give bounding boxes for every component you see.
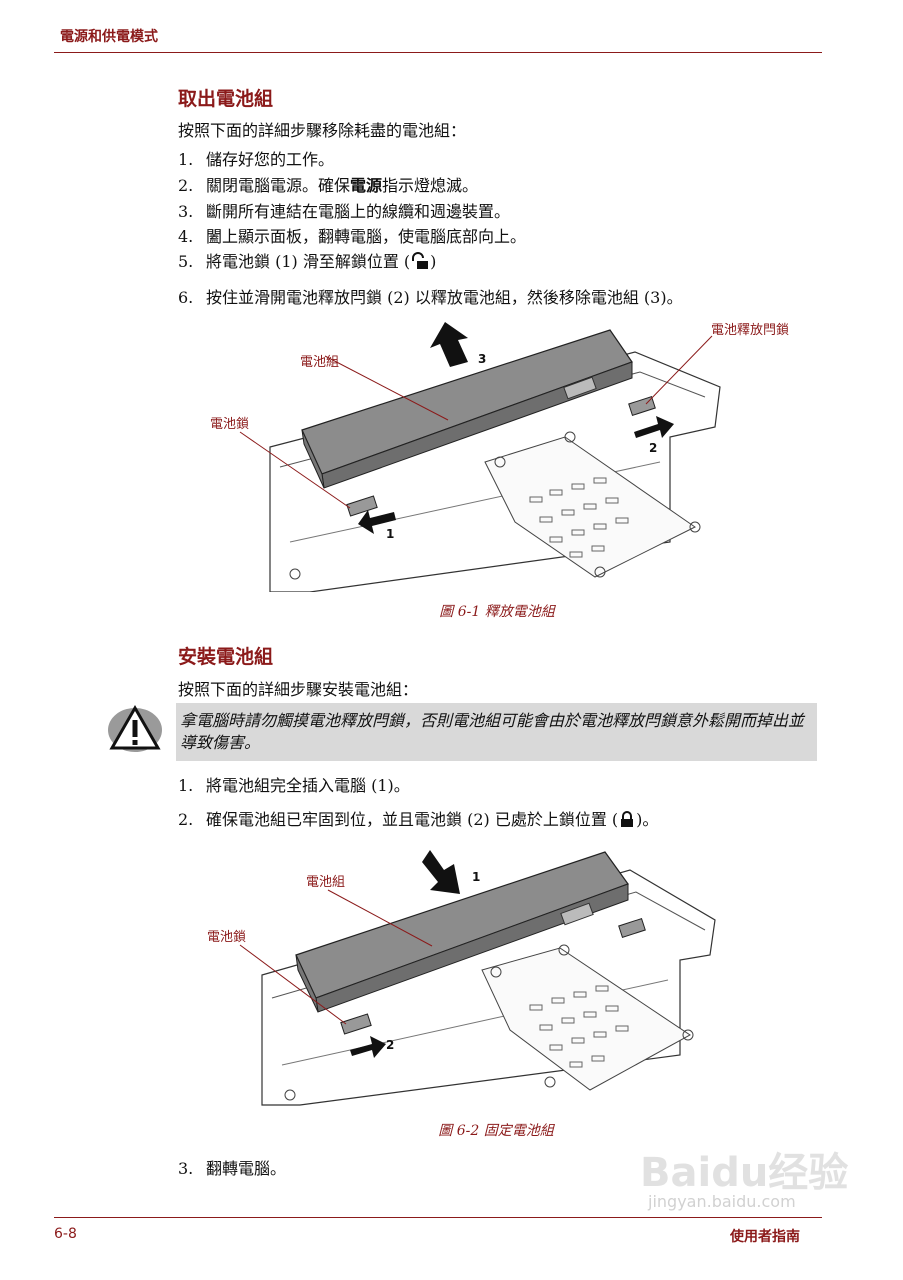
figure-caption: 圖 6-1 釋放電池組 — [439, 604, 555, 620]
figure-number: 3 — [478, 352, 487, 366]
figure-label-pack: 電池組 — [306, 875, 346, 890]
figure-number: 1 — [386, 527, 395, 541]
figure-number: 2 — [649, 441, 658, 455]
arrow-down-icon — [422, 850, 460, 894]
arrow-right-icon — [634, 416, 674, 438]
arrow-right-icon — [350, 1036, 386, 1058]
header-rule — [54, 52, 822, 53]
arrow-left-icon — [358, 510, 396, 534]
page-number: 6-8 — [54, 1226, 77, 1242]
step-item: 1.將電池組完全插入電腦 (1)。 — [178, 776, 410, 795]
step-item: 6.按住並滑開電池釋放閂鎖 (2) 以釋放電池組，然後移除電池組 (3)。 — [178, 288, 683, 307]
section-intro-install: 按照下面的詳細步驟安裝電池組： — [178, 680, 419, 699]
lock-icon — [618, 810, 636, 832]
step-item: 3.翻轉電腦。 — [178, 1159, 287, 1178]
figure-caption: 圖 6-2 固定電池組 — [438, 1123, 554, 1139]
step-item: 2.確保電池組已牢固到位，並且電池鎖 (2) 已處於上鎖位置 ()。 — [178, 806, 658, 832]
running-header: 電源和供電模式 — [60, 29, 158, 45]
figure-label-lock: 電池鎖 — [207, 930, 247, 945]
watermark-brand: Baidu经验 — [640, 1150, 849, 1196]
step-item: 1.儲存好您的工作。 — [178, 150, 335, 169]
guide-title: 使用者指南 — [730, 1229, 800, 1245]
warning-icon — [106, 702, 164, 758]
figure-install-battery — [239, 850, 716, 1106]
figure-label-lock: 電池鎖 — [210, 417, 250, 432]
step-item: 3.斷開所有連結在電腦上的線纜和週邊裝置。 — [178, 202, 511, 221]
unlock-icon — [410, 251, 430, 274]
warning-text: 拿電腦時請勿觸摸電池釋放閂鎖，否則電池組可能會由於電池釋放閂鎖意外鬆開而掉出並導… — [180, 711, 805, 752]
section-heading-remove: 取出電池組 — [178, 88, 274, 110]
section-intro-remove: 按照下面的詳細步驟移除耗盡的電池組： — [178, 121, 467, 140]
step-item: 5.將電池鎖 (1) 滑至解鎖位置 () — [178, 248, 436, 274]
step-item: 2.關閉電腦電源。確保電源指示燈熄滅。 — [178, 176, 479, 195]
arrow-up-icon — [430, 322, 468, 367]
footer-rule — [54, 1217, 822, 1218]
figure-label-latch: 電池釋放閂鎖 — [711, 323, 790, 338]
watermark-url: jingyan.baidu.com — [648, 1192, 796, 1211]
warning-box — [176, 703, 817, 761]
step-item: 4.闔上顯示面板，翻轉電腦，使電腦底部向上。 — [178, 227, 527, 246]
section-heading-install: 安裝電池組 — [178, 646, 274, 668]
figure-remove-battery — [239, 322, 721, 592]
figure-number: 1 — [472, 870, 481, 884]
figure-label-pack: 電池組 — [300, 355, 340, 370]
figure-number: 2 — [386, 1038, 395, 1052]
